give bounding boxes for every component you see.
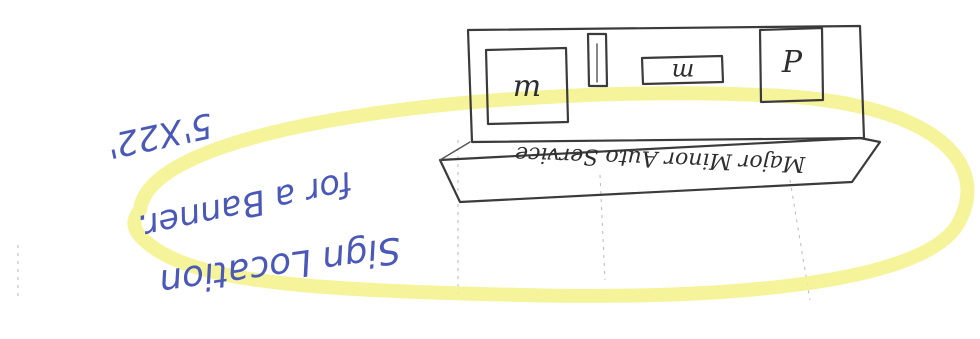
right-box-letter: P	[781, 45, 803, 80]
center-box-letter: m	[672, 58, 695, 86]
awning-text: Major Minor Auto Service	[515, 141, 807, 176]
left-box-letter: m	[513, 69, 541, 104]
awning-top-edge	[440, 142, 470, 160]
storefront-sketch	[440, 26, 880, 202]
